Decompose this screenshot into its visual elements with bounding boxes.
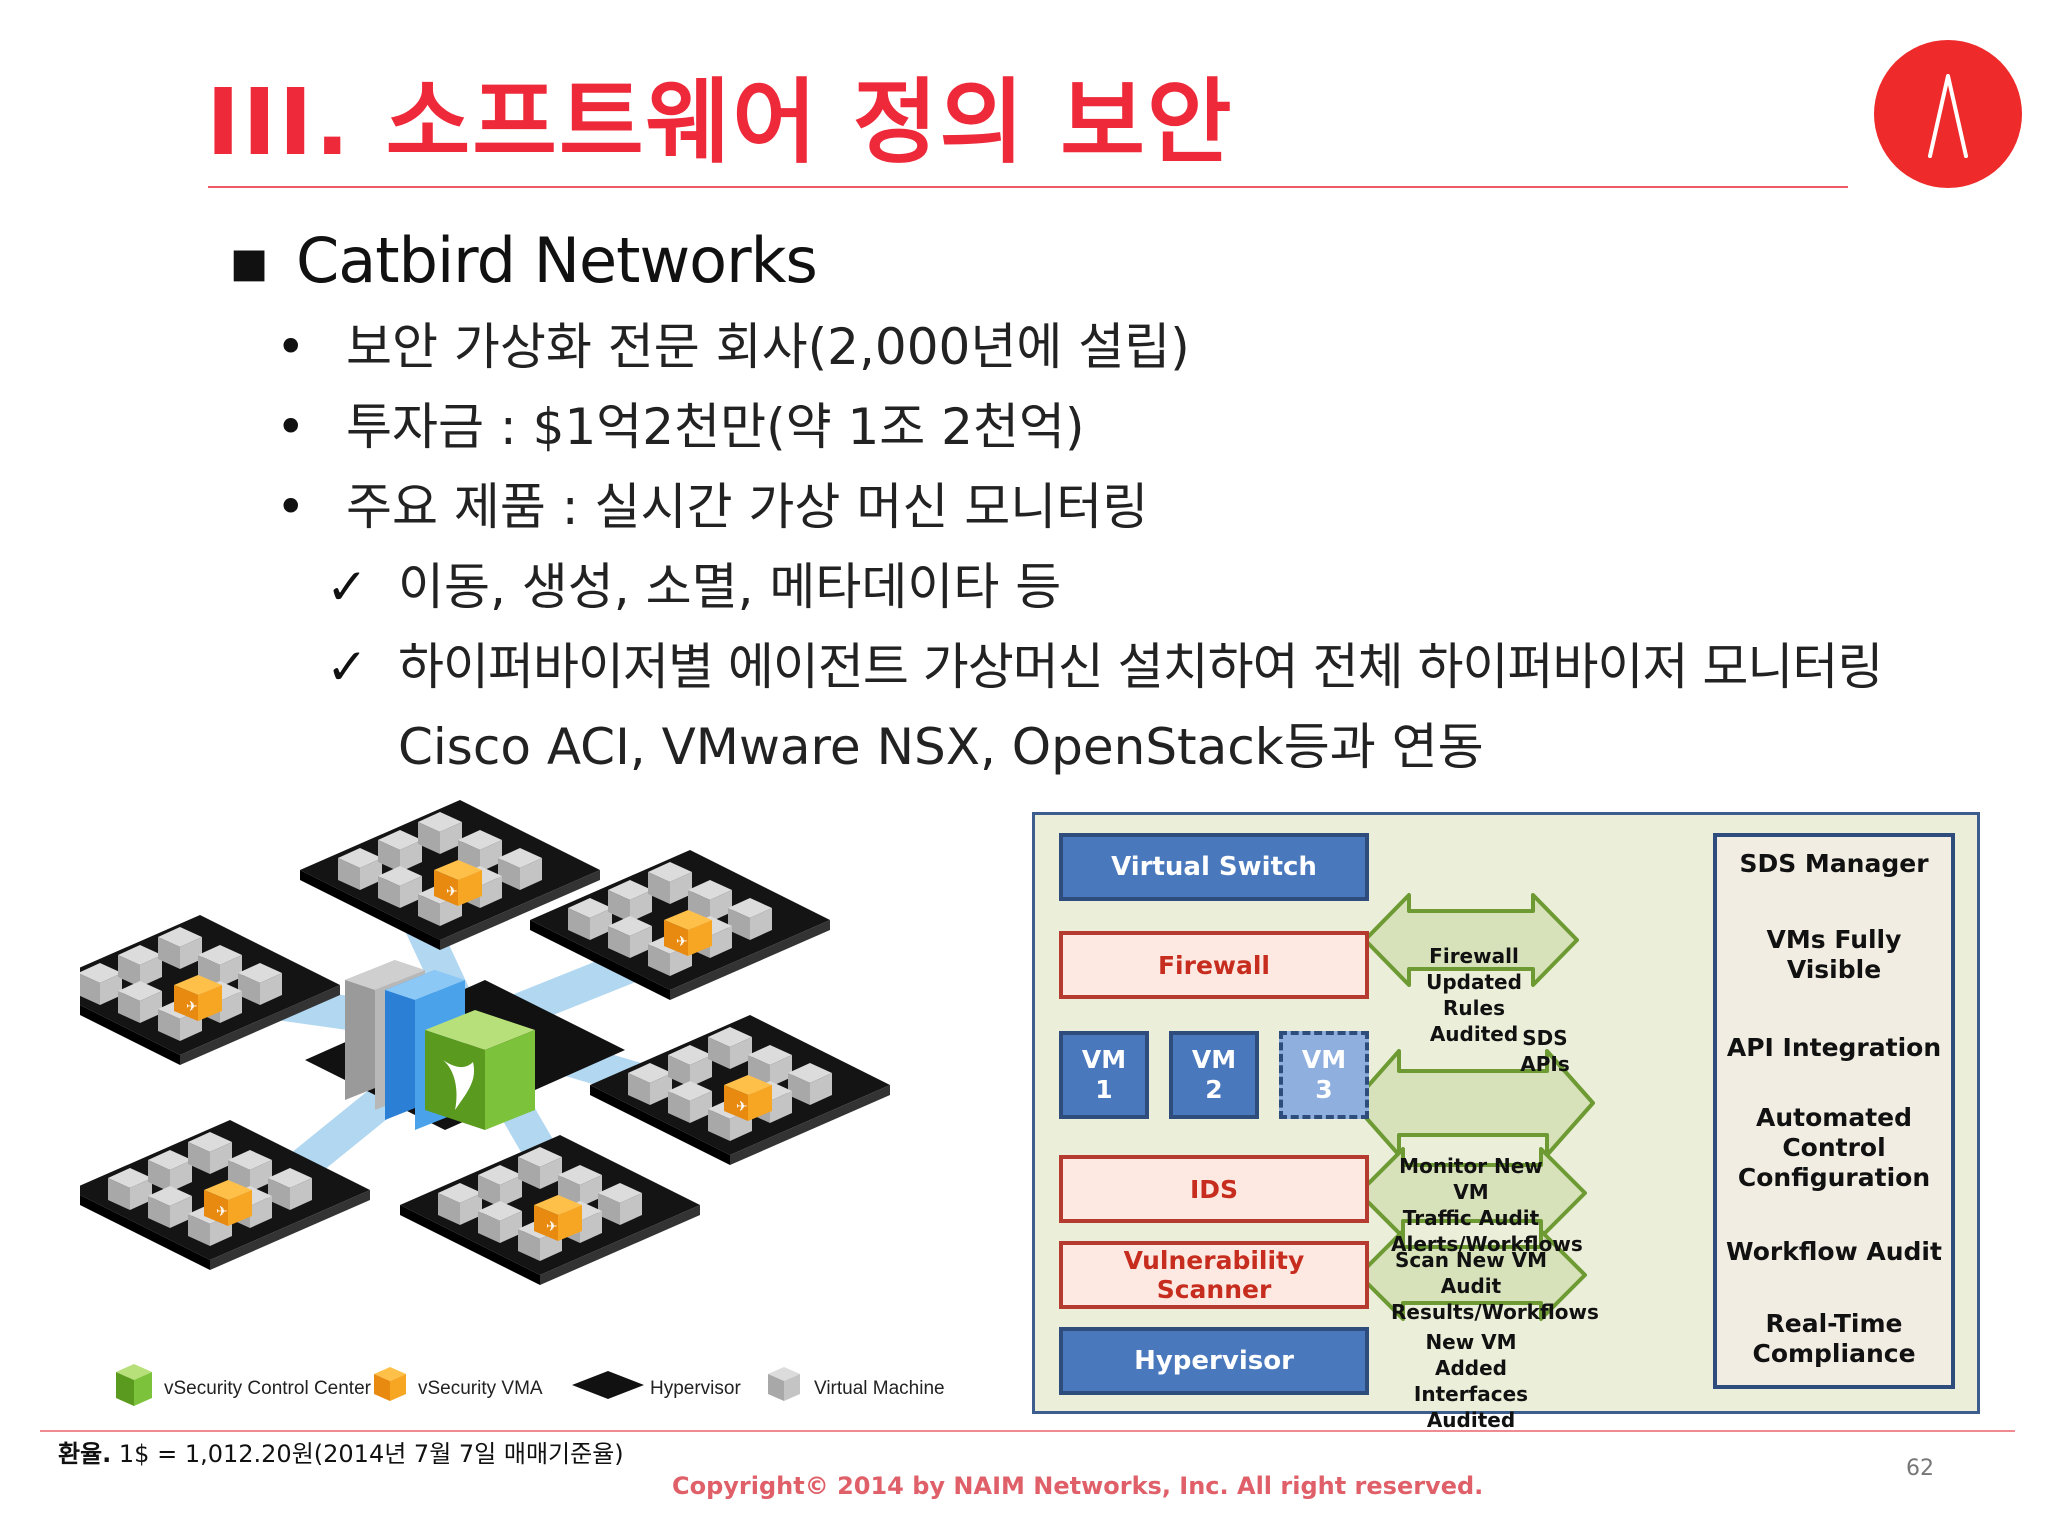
arrow-label: Results/Workflows [1391,1300,1599,1324]
bullet-product: 주요 제품 : 실시간 가상 머신 모니터링 [346,478,1149,536]
sds-item-api: API Integration [1726,1033,1942,1062]
hypervisor-icon [572,1371,644,1399]
bullet-founded: 보안 가상화 전문 회사(2,000년에 설립) [346,318,1190,376]
sds-apis-label: APIs [1520,1052,1570,1076]
virtual-switch-box: Virtual Switch [1059,833,1369,901]
check-icon: ✓ [326,638,368,696]
company-name: Catbird Networks [296,224,818,297]
sds-item-automated: Automated Control Configuration [1737,1103,1931,1192]
sds-item-compliance: Real-Time Compliance [1752,1309,1916,1368]
bullet-investment: 투자금 : $1억2천만(약 1조 2천억) [346,398,1085,456]
sds-manager-panel: SDS Manager VMs Fully Visible API Integr… [1713,833,1955,1389]
title-divider [208,186,1848,188]
copyright-notice: Copyright© 2014 by NAIM Networks, Inc. A… [672,1472,1484,1500]
bullet-marker: • [276,398,306,456]
vsecurity-control-center-icon [116,1364,152,1406]
exchange-rate-note: 환율. 1$ = 1,012.20원(2014년 7월 7일 매매기준율) [58,1440,624,1468]
virtual-machine-icon [768,1367,800,1401]
vsecurity-vma-icon [374,1367,406,1401]
company-bullet-marker: ▪ [228,224,271,297]
bullet-marker: • [276,478,306,536]
legend-vma: vSecurity VMA [418,1378,543,1399]
arrow-label: Monitor New VM [1399,1154,1543,1204]
arrow-label: Alerts/Workflows [1391,1232,1583,1256]
legend-control-center: vSecurity Control Center [164,1378,371,1399]
arrow-label: Rules Audited [1429,996,1519,1046]
bullet-marker: • [276,318,306,376]
check-item-agent: 하이퍼바이저별 에이전트 가상머신 설치하여 전체 하이퍼바이저 모니터링 [398,638,1883,696]
page-number: 62 [1906,1456,1934,1481]
firewall-box: Firewall [1059,931,1369,999]
arrow-label: Scan New VM Audit [1394,1248,1548,1298]
sds-architecture-diagram: Firewall Updated Rules Audited SDS APIs … [1032,812,1980,1432]
brand-logo [1874,40,2022,188]
arrow-label: Traffic Audit [1402,1206,1540,1230]
check-item-events: 이동, 생성, 소멸, 메타데이타 등 [398,558,1062,616]
check-item-integration: Cisco ACI, VMware NSX, OpenStack등과 연동 [398,718,1484,776]
sds-manager-title: SDS Manager [1739,849,1929,878]
logo-caret-icon [1928,74,1968,158]
arrow-label: New VM Added [1425,1330,1517,1380]
legend-virtual-machine: Virtual Machine [814,1378,945,1399]
arrow-label: Firewall Updated [1426,944,1522,994]
check-icon: ✓ [326,558,368,616]
vulnerability-scanner-box: Vulnerability Scanner [1059,1241,1369,1309]
legend-hypervisor: Hypervisor [650,1378,741,1399]
diagram-arrows [1351,893,1595,1321]
arrow-label: Interfaces Audited [1413,1382,1529,1432]
ids-box: IDS [1059,1155,1369,1223]
page-title: III. 소프트웨어 정의 보안 [206,69,1234,176]
network-illustration: ✈ [80,780,1000,1340]
sds-item-workflow: Workflow Audit [1726,1237,1942,1266]
sds-apis-label: SDS [1522,1026,1568,1050]
footer-divider [40,1430,2015,1432]
hypervisor-box: Hypervisor [1059,1327,1369,1395]
sds-item-visible: VMs Fully Visible [1766,925,1902,984]
